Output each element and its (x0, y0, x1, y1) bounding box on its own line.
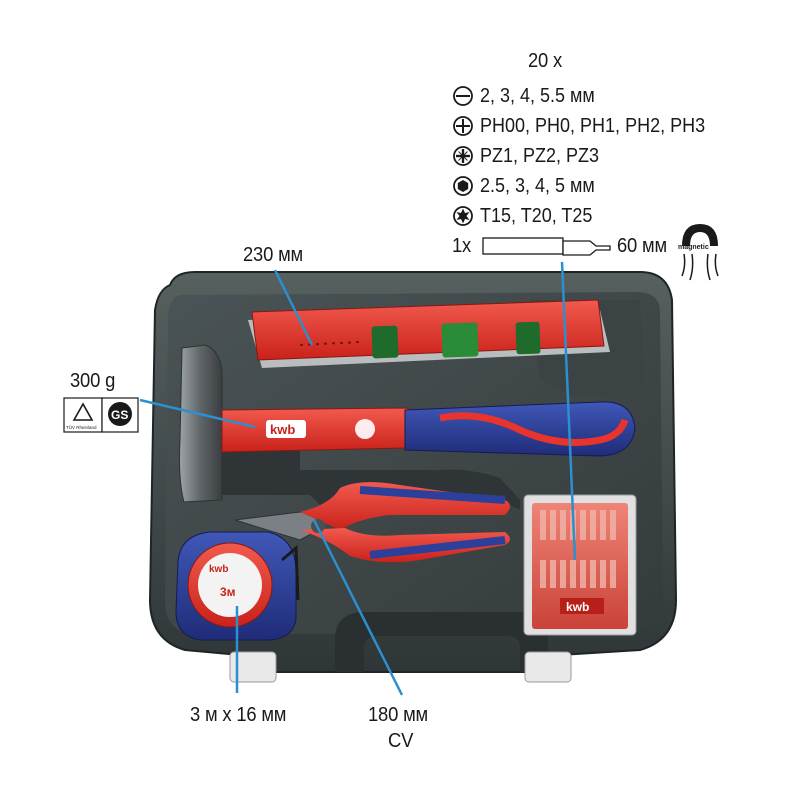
bit-spec-text: T15, T20, T25 (480, 204, 593, 227)
bits-callout-line (560, 261, 577, 561)
bit-spec-row-phillips: PH00, PH0, PH1, PH2, PH3 (452, 114, 730, 138)
certification-marks: TÜV Rheinland GS (63, 397, 139, 433)
bit-spec-text: PZ1, PZ2, PZ3 (480, 144, 600, 167)
callout-lines (139, 261, 577, 696)
pliers-callout-line (312, 519, 404, 696)
gs-text: GS (111, 408, 128, 422)
torx-screw-icon (453, 206, 473, 226)
holder-count-label: 1x (452, 235, 472, 257)
hex-screw-icon (453, 176, 473, 196)
tape-brand-logo: kwb (209, 564, 228, 575)
bit-spec-text: PH00, PH0, PH1, PH2, PH3 (480, 114, 706, 137)
hammer-callout-line (139, 398, 256, 429)
pozidriv-screw-icon (453, 146, 473, 166)
combination-pliers (234, 482, 510, 563)
hammer-weight-label: 300 g (70, 370, 116, 392)
phillips-screw-icon (453, 116, 473, 136)
magnet-icon: magnetic (678, 224, 719, 281)
spirit-level (248, 299, 610, 368)
bit-spec-row-pozidriv: PZ1, PZ2, PZ3 (452, 144, 612, 168)
hammer-brand-logo: kwb (270, 422, 295, 437)
bit-spec-row-slotted: 2, 3, 4, 5.5 мм (452, 84, 608, 108)
bit-spec-text: 2, 3, 4, 5.5 мм (480, 84, 595, 107)
pliers-length-label: 180 мм (368, 704, 429, 726)
pliers-material-label: CV (388, 730, 414, 752)
slotted-screw-icon (453, 86, 473, 106)
tape-face-label: 3м (220, 585, 236, 599)
hammer: kwb (179, 344, 636, 503)
bitbox-brand-logo: kwb (566, 600, 589, 614)
bit-spec-row-hex: 2.5, 3, 4, 5 мм (452, 174, 608, 198)
level-callout-line (273, 269, 314, 346)
tuv-triangle-icon (72, 402, 94, 421)
bit-spec-row-torx: T15, T20, T25 (452, 204, 605, 228)
level-length-label: 230 мм (243, 244, 304, 266)
tape-size-label: 3 м x 16 мм (190, 704, 287, 726)
tuv-text: TÜV Rheinland (66, 424, 97, 430)
bit-spec-text: 2.5, 3, 4, 5 мм (480, 174, 595, 197)
tape-measure: kwb 3м (175, 531, 300, 641)
bits-count-label: 20 x (528, 50, 563, 72)
magnetic-label: magnetic (678, 244, 709, 251)
holder-length-label: 60 мм (617, 235, 667, 257)
bit-box: kwb (523, 494, 637, 636)
bit-holder-icon (482, 237, 611, 256)
